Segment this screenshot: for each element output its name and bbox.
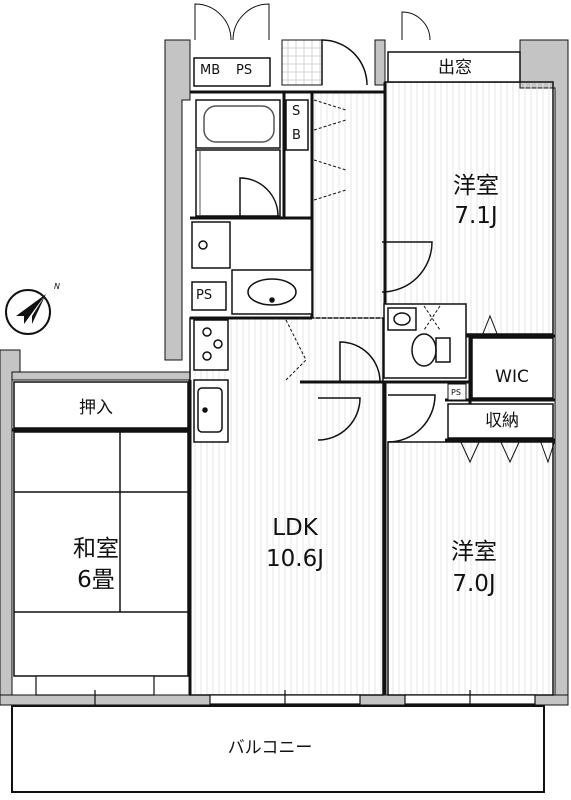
bath-door-icon [239, 177, 279, 217]
kitchen [193, 319, 229, 443]
western1-floor [384, 81, 554, 335]
sb-s-label: S [292, 104, 301, 119]
windows [35, 675, 536, 705]
compass [5, 289, 51, 335]
western1-door-icon [381, 241, 433, 293]
washitsu-tatami [13, 381, 189, 677]
washitsu-name: 和室 [73, 536, 119, 562]
washroom [191, 221, 313, 315]
storage-box [447, 403, 554, 439]
mb-ps-box [193, 57, 271, 87]
corridor-fold-door-icon [313, 99, 347, 201]
western2-door-icon [387, 394, 436, 443]
western1-name: 洋室 [453, 173, 499, 199]
western2-name: 洋室 [451, 539, 497, 565]
toilet-sink-icon [393, 312, 411, 326]
stove-burner-icon [202, 327, 212, 337]
ldk-size: 10.6J [266, 546, 324, 572]
toilet-door-icon [317, 397, 361, 441]
doors [194, 3, 556, 464]
wic-fold-door-icon [481, 314, 499, 337]
sink-icon [247, 278, 297, 306]
stove-burner-icon [213, 339, 223, 349]
bathtub-icon [203, 105, 275, 143]
storage-fold-door-icon [459, 439, 556, 464]
western1-size: 7.1J [454, 203, 498, 229]
ps-top-label: PS [236, 63, 253, 78]
compass-arrow-icon [16, 294, 46, 324]
storage-label: 収納 [485, 411, 519, 431]
ps-wash-box [191, 281, 227, 311]
stove-burner-icon [202, 351, 212, 361]
toilet-room [383, 303, 467, 379]
ps-small-label: PS [451, 388, 461, 397]
bay-window-box [387, 51, 521, 83]
mb-door-icon [194, 3, 270, 41]
balcony-label: バルコニー [227, 738, 313, 758]
top-small-door-icon [401, 11, 431, 41]
sb-box [285, 99, 309, 151]
wic-label: WIC [495, 367, 529, 387]
balcony [11, 705, 545, 793]
ldk-door-icon [339, 341, 381, 383]
ps-small-box [447, 383, 467, 401]
entry-tiles [281, 39, 323, 86]
kitchen-sink-icon [197, 387, 223, 433]
western2-floor [387, 441, 554, 696]
ps-wash-label: PS [196, 288, 213, 303]
wic-box [471, 337, 554, 399]
entrance-door-icon [321, 39, 368, 86]
washing-machine-drain-icon [198, 240, 208, 250]
bay-window-label: 出窓 [438, 58, 472, 78]
bathroom [195, 99, 281, 217]
oshiire-box [13, 381, 189, 429]
oshiire-label: 押入 [79, 398, 113, 418]
western2-size: 7.0J [452, 571, 496, 597]
compass-north-label: N [54, 282, 60, 291]
corridor-floor [312, 92, 382, 382]
sb-b-label: B [292, 128, 301, 143]
mb-label: MB [200, 63, 221, 78]
washitsu-size: 6畳 [77, 567, 115, 593]
ldk-name: LDK [272, 515, 318, 541]
